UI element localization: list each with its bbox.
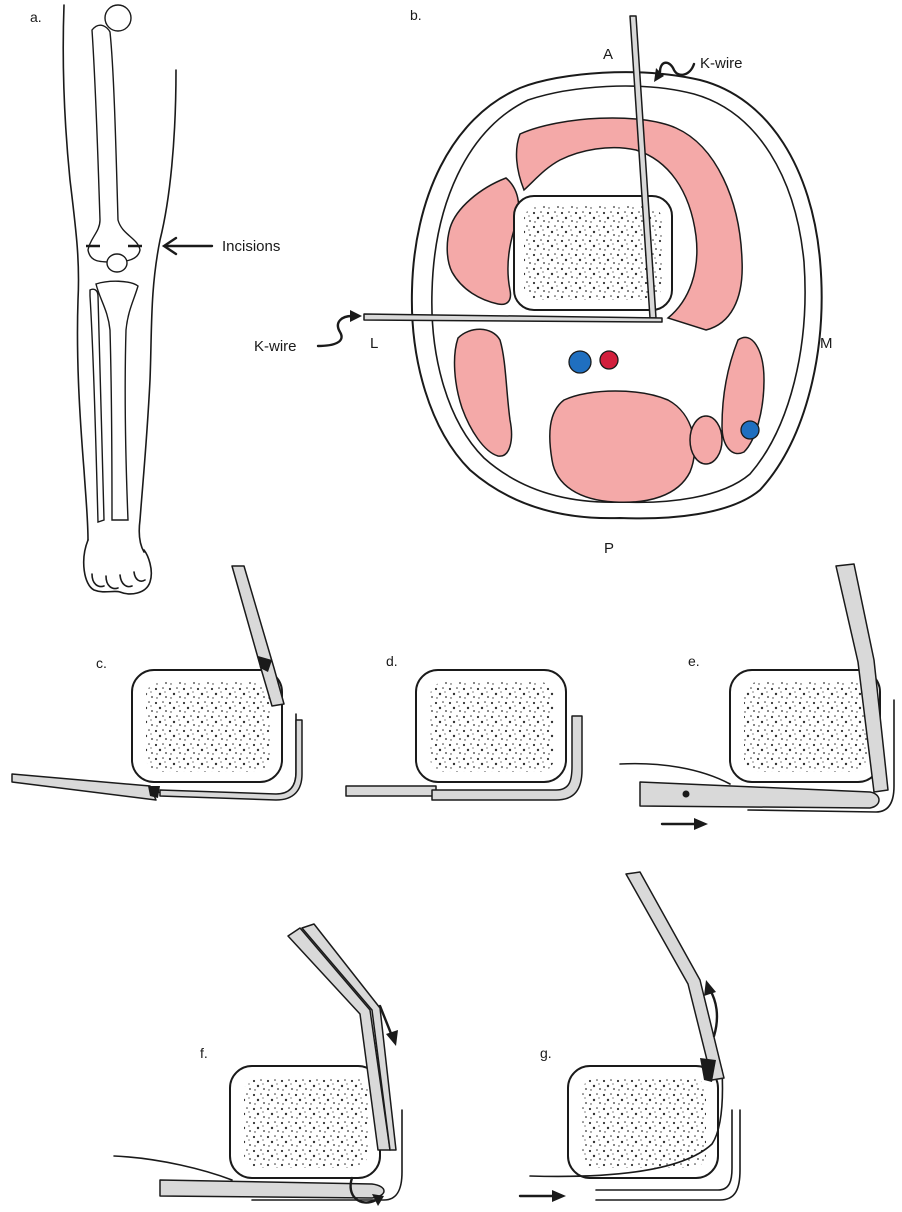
tibia-section-cancellous bbox=[524, 206, 662, 300]
up-arrow-g-head-icon bbox=[704, 980, 716, 996]
sheath-e bbox=[747, 699, 895, 813]
incisions-label: Incisions bbox=[222, 238, 280, 255]
patella bbox=[106, 253, 128, 273]
posterior-label: P bbox=[604, 540, 614, 557]
instrument-c-vertical bbox=[231, 565, 285, 707]
sheath-g bbox=[595, 1109, 741, 1201]
tibia-square-d-dots bbox=[430, 682, 554, 772]
tibia-square-c-dots bbox=[146, 682, 270, 772]
instrument-g bbox=[625, 871, 725, 1081]
saphenous-vein-icon bbox=[740, 420, 760, 440]
sheath-c bbox=[159, 719, 303, 801]
suture-e bbox=[619, 762, 731, 785]
panel-e-label: e. bbox=[688, 653, 700, 669]
instrument-e-horizontal bbox=[639, 781, 880, 809]
panel-c: c. bbox=[11, 565, 303, 801]
instrument-c-tip bbox=[148, 786, 160, 798]
k-wire-left-squiggle bbox=[316, 314, 354, 348]
tibia-square-g-dots bbox=[582, 1078, 706, 1168]
medial-label: M bbox=[820, 335, 833, 352]
lateral-posterior-muscle bbox=[453, 328, 513, 457]
femur bbox=[87, 24, 141, 263]
foot-outline bbox=[82, 539, 153, 595]
panel-d-label: d. bbox=[386, 653, 398, 669]
sheath-g-inner bbox=[595, 1109, 733, 1191]
instrument-g-tip bbox=[700, 1058, 716, 1082]
incisions-arrowhead-icon bbox=[161, 236, 178, 256]
instrument-f-horizontal bbox=[159, 1179, 385, 1199]
vein-icon bbox=[568, 350, 592, 374]
panel-e: e. bbox=[619, 563, 895, 830]
panel-b: b. A P L M K-wire K-wire bbox=[254, 7, 833, 557]
rotate-arrow-f-head-icon bbox=[372, 1194, 384, 1206]
tibia bbox=[95, 280, 139, 521]
instrument-d-horizontal bbox=[345, 785, 437, 797]
instrument-c-vertical-tip bbox=[258, 656, 272, 672]
instrument-e-pivot bbox=[682, 790, 690, 798]
panel-g-label: g. bbox=[540, 1045, 552, 1061]
k-wire-left-label: K-wire bbox=[254, 338, 297, 355]
anterior-label: A bbox=[603, 46, 613, 63]
down-arrow-f-head-icon bbox=[386, 1030, 398, 1046]
push-arrow-g-head-icon bbox=[552, 1190, 566, 1202]
femoral-head bbox=[104, 4, 132, 32]
leg-outline-medial bbox=[138, 69, 177, 553]
k-wire-left-arrowhead-icon bbox=[350, 310, 362, 322]
panel-f-label: f. bbox=[200, 1045, 208, 1061]
toes bbox=[91, 571, 146, 590]
gastrocnemius bbox=[549, 390, 696, 504]
k-wire-top-arrowhead-icon bbox=[654, 68, 664, 82]
instrument-c-horizontal bbox=[11, 773, 157, 801]
fibula bbox=[89, 288, 105, 523]
lateral-anterior-muscle bbox=[446, 177, 520, 306]
panel-a-label: a. bbox=[30, 9, 42, 25]
leg-outline-lateral bbox=[62, 4, 89, 541]
tibia-square-e-dots bbox=[744, 682, 868, 772]
artery-icon bbox=[599, 350, 619, 370]
panel-c-label: c. bbox=[96, 655, 107, 671]
down-arrow-f bbox=[378, 1004, 394, 1038]
tibia-square-f-dots bbox=[244, 1078, 368, 1168]
panel-d: d. bbox=[345, 653, 583, 801]
small-muscle bbox=[689, 415, 723, 465]
push-arrow-e-head-icon bbox=[694, 818, 708, 830]
k-wire-top-label: K-wire bbox=[700, 55, 743, 72]
instrument-f-vertical-b bbox=[301, 923, 397, 1151]
panel-b-label: b. bbox=[410, 7, 422, 23]
anterior-muscle-arc bbox=[515, 117, 743, 331]
lateral-label: L bbox=[370, 335, 378, 352]
sheath-f bbox=[251, 1109, 403, 1201]
sheath-d bbox=[431, 715, 583, 801]
panel-g: g. bbox=[518, 871, 741, 1202]
suture-f bbox=[113, 1155, 233, 1181]
k-wire-top-squiggle bbox=[658, 61, 696, 76]
suture-g bbox=[529, 1069, 724, 1178]
rotate-arrow-f bbox=[349, 1176, 378, 1204]
panel-a: a. Incisions bbox=[30, 4, 280, 595]
panel-f: f. bbox=[113, 923, 403, 1206]
k-wire-lateral bbox=[363, 313, 663, 323]
instrument-e-vertical bbox=[835, 563, 889, 793]
